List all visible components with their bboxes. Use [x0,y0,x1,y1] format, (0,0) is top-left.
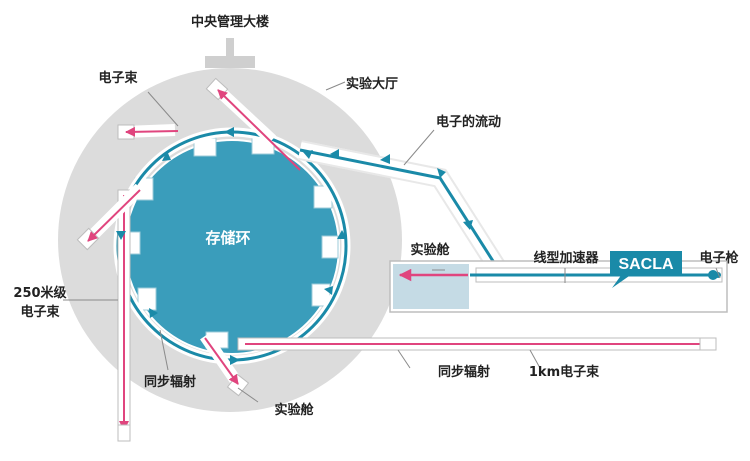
synchrotron-beams [87,89,301,385]
label-electron-flow: 电子的流动 [436,114,501,130]
label-synchrotron-radiation-bottom: 同步辐射 [144,374,196,390]
label-synchrotron-radiation-right: 同步辐射 [438,364,490,380]
sacla-experiment-cabin [393,264,469,309]
label-linac: 线型加速器 [533,250,599,266]
label-storage-ring: 存储环 [205,229,250,247]
label-electron-gun: 电子枪 [699,250,738,266]
flow-arrows [116,127,473,365]
label-250m-beam-line2: 电子束 [20,304,60,320]
electron-gun-icon [708,270,718,280]
label-1km-beam: 1km电子束 [529,364,600,380]
storage-ring-disc [124,139,340,355]
leader-lines [63,81,721,403]
label-250m-beam-line1: 250米级 [13,285,67,301]
central-building-base [205,56,255,68]
central-building-marker [226,38,234,60]
label-experiment-cabin-right: 实验舱 [410,242,450,258]
label-experiment-cabin-bottom: 实验舱 [274,402,314,418]
label-central-building: 中央管理大楼 [191,14,269,30]
label-experiment-hall: 实验大厅 [346,76,398,92]
sacla-badge: SACLA [610,251,682,288]
label-electron-beam-top: 电子束 [98,70,138,86]
sacla-label: SACLA [618,256,674,273]
ring-notches [123,137,339,349]
